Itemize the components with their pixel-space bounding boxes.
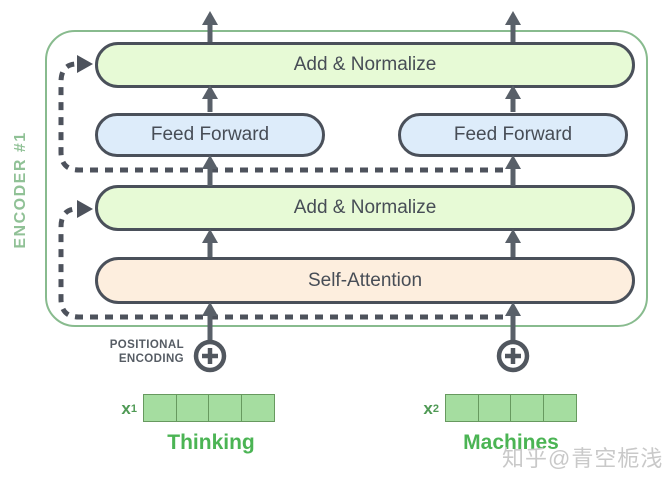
watermark-text: 知乎@青空栀浅 (502, 446, 664, 471)
feed-forward-right-box: Feed Forward (398, 113, 628, 157)
add-normalize-bottom-label: Add & Normalize (293, 197, 437, 218)
vector-cell (175, 394, 210, 422)
positional-encoding-label: POSITIONAL ENCODING (109, 339, 184, 365)
feed-forward-left-box: Feed Forward (95, 113, 325, 157)
input-vector-x2 (445, 394, 577, 422)
add-normalize-top-label: Add & Normalize (293, 54, 437, 75)
vector-cell (445, 394, 479, 422)
vector-cell (143, 394, 177, 422)
input-word-machines: Machines (463, 431, 559, 454)
add-normalize-top-box: Add & Normalize (95, 42, 635, 88)
encoder-outline-box (45, 30, 648, 327)
vector-cell (208, 394, 242, 422)
vector-cell (510, 394, 544, 422)
vector-cell (240, 394, 275, 422)
vector-cell (542, 394, 577, 422)
plus-circle-icon-left (193, 339, 227, 373)
vector-cell (477, 394, 512, 422)
add-normalize-bottom-box: Add & Normalize (95, 185, 635, 231)
plus-circle-icon-right (496, 339, 530, 373)
input-vector-x1 (143, 394, 275, 422)
self-attention-label: Self-Attention (307, 269, 423, 291)
input-word-thinking: Thinking (167, 431, 255, 454)
feed-forward-left-label: Feed Forward (150, 124, 270, 145)
feed-forward-right-label: Feed Forward (453, 124, 573, 145)
self-attention-box: Self-Attention (95, 257, 635, 304)
encoder-label: ENCODER #1 (12, 131, 29, 249)
